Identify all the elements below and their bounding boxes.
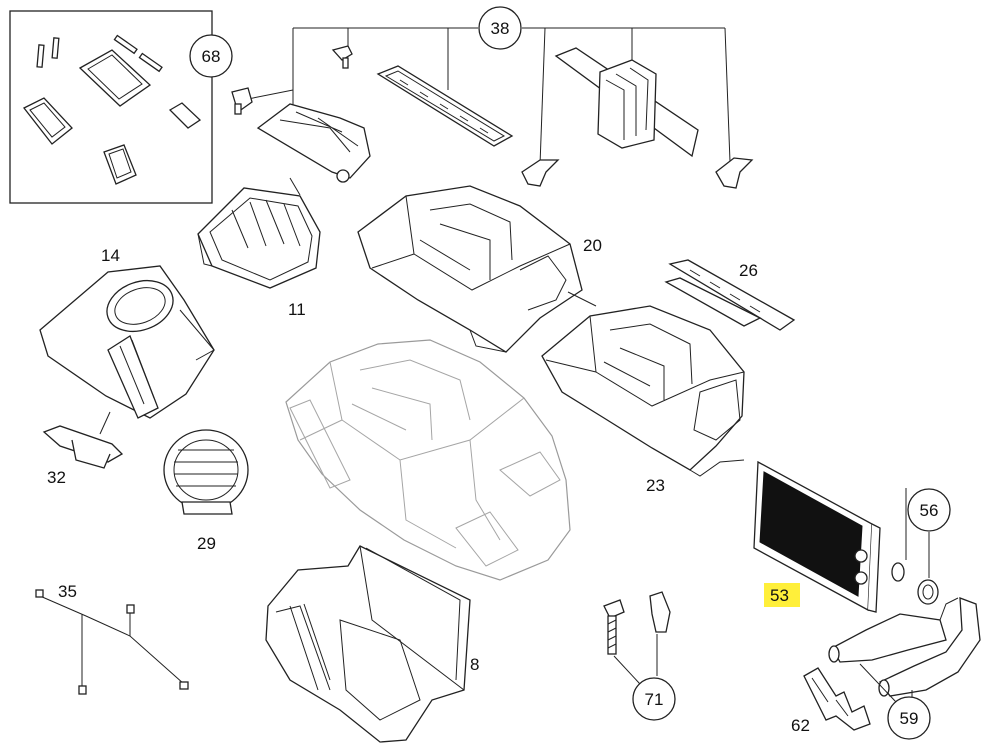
callout-71-text: 71 [645,690,664,709]
clip-38d [715,157,754,189]
label-32: 32 [47,468,66,487]
callout-71: 71 [632,677,676,721]
label-20: 20 [583,236,602,255]
part-14-blower-housing [39,265,215,419]
label-8: 8 [470,655,479,674]
label-53: 53 [770,586,789,605]
label-35: 35 [58,582,77,601]
part-23-housing [541,305,745,477]
label-11: 11 [288,300,306,319]
callout-38: 38 [478,6,522,50]
label-62: 62 [791,716,810,735]
main-hvac-assembly-ghost [285,339,571,581]
part-56-seals [891,488,939,605]
callout-38-text: 38 [491,19,510,38]
fastener-38b [231,87,253,115]
part-62-gasket [803,667,871,731]
part-53-heater-core [753,460,881,613]
upper-duct [256,103,371,183]
part-8-lower-case [265,545,471,743]
callout-59: 59 [887,696,931,740]
part-35-harness [35,589,189,695]
leaders-38 [242,27,731,166]
part-20-case [357,185,583,353]
label-26: 26 [739,261,758,280]
part-59-pipes [828,597,981,703]
label-23: 23 [646,476,665,495]
part-26-gasket [664,259,796,331]
callout-56: 56 [907,488,951,532]
callout-53: 53 [764,583,800,607]
highlight-53 [764,583,800,607]
label-29: 29 [197,534,216,553]
seal-kit-inset [9,10,213,204]
fastener-38a [331,45,353,69]
part-71-fasteners [603,591,671,685]
callout-68-text: 68 [202,47,221,66]
callout-59-text: 59 [900,709,919,728]
part-11-housing [197,187,321,289]
clip-38c [521,159,560,187]
part-32-resistor [42,425,124,469]
damper-assembly-right [554,47,699,158]
label-14: 14 [101,246,120,265]
callout-56-text: 56 [920,501,939,520]
part-29-blower-motor [163,429,249,515]
callout-68: 68 [189,34,233,78]
damper-strip [376,65,514,147]
